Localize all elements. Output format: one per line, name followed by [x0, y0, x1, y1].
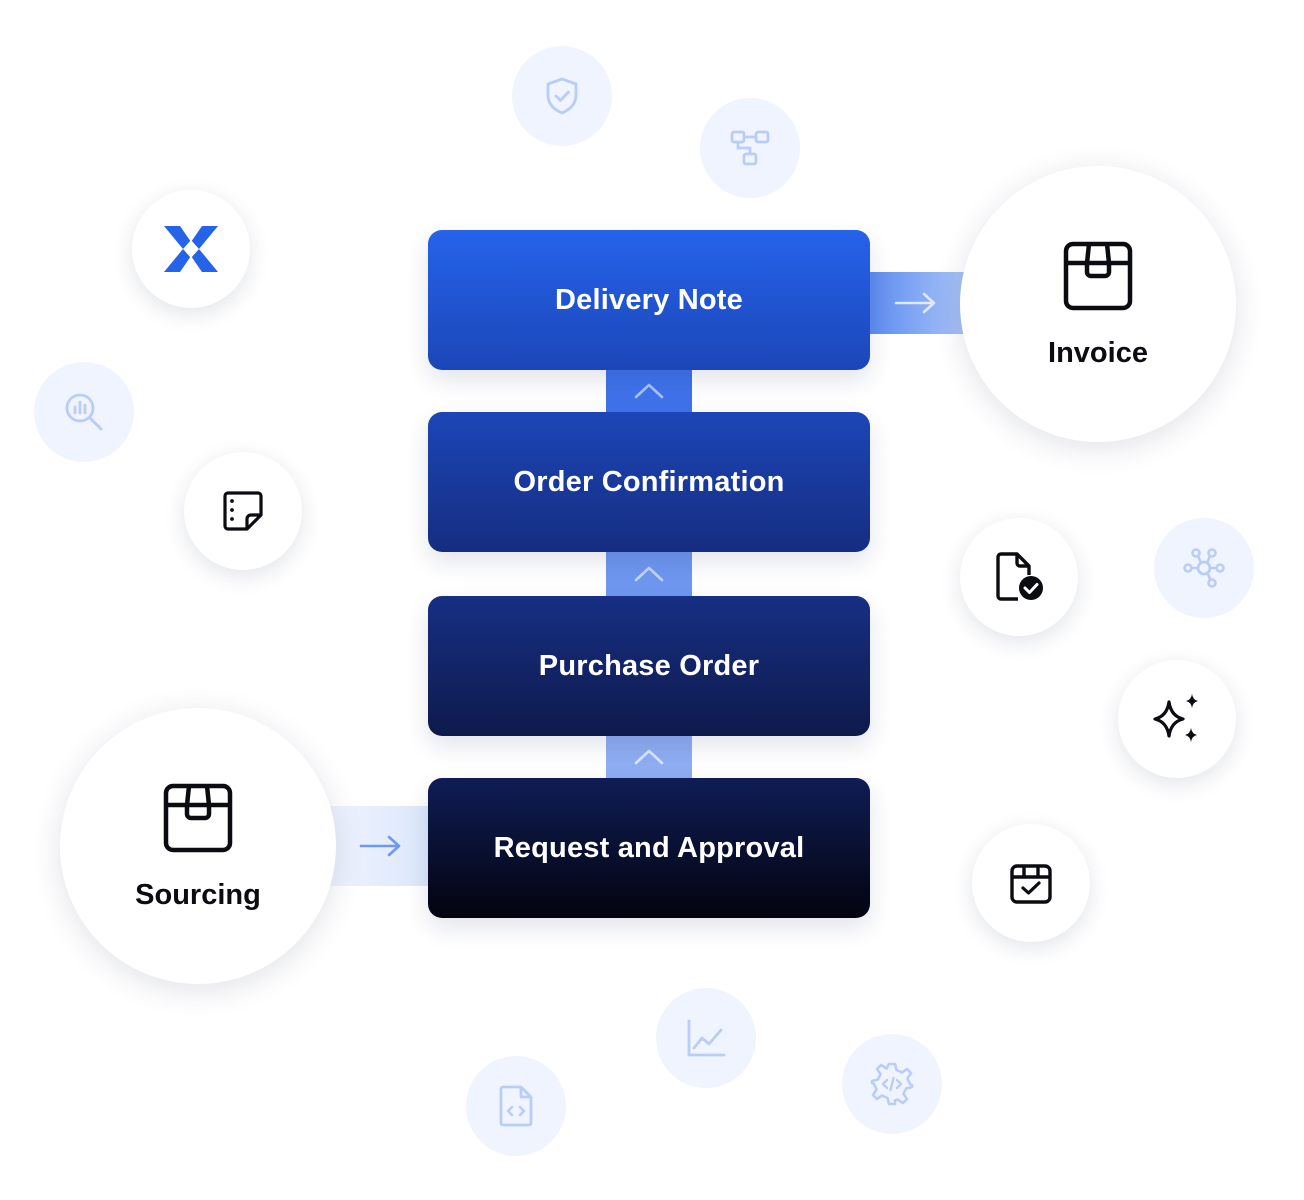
sourcing-node: Sourcing [60, 708, 336, 984]
connector-delivery-order [606, 366, 692, 416]
file-check-icon [996, 552, 1043, 601]
search-chart-icon [65, 393, 103, 431]
step-purchase-order: Purchase Order [428, 596, 870, 736]
chevron-up-icon [634, 566, 664, 582]
sourcing-label: Sourcing [135, 878, 261, 911]
x-logo-node [132, 190, 250, 308]
gear-code-icon [870, 1062, 914, 1106]
workflow-icon [730, 130, 770, 166]
package-icon [163, 783, 233, 852]
arrow-right-icon [359, 835, 401, 857]
file-check-node [960, 518, 1078, 636]
connector-sourcing-request [330, 806, 432, 886]
connector-purchase-request [606, 732, 692, 782]
step-label: Order Confirmation [513, 465, 785, 498]
step-label: Request and Approval [493, 831, 805, 864]
connector-delivery-invoice [866, 272, 966, 334]
gear-code-node [842, 1034, 942, 1134]
arrow-right-icon [894, 292, 936, 314]
sticky-note-icon [223, 491, 263, 531]
step-order-confirmation: Order Confirmation [428, 412, 870, 552]
step-delivery-note: Delivery Note [428, 230, 870, 370]
package-icon [1063, 241, 1133, 310]
line-chart-node [656, 988, 756, 1088]
search-chart-node [34, 362, 134, 462]
workflow-node [700, 98, 800, 198]
sparkles-node [1118, 660, 1236, 778]
file-code-node [466, 1056, 566, 1156]
chevron-up-icon [634, 383, 664, 399]
calendar-check-icon [1010, 864, 1052, 904]
chevron-up-icon [634, 749, 664, 765]
file-code-icon [499, 1085, 533, 1127]
network-icon [1183, 548, 1225, 588]
invoice-node: Invoice [960, 166, 1236, 442]
invoice-label: Invoice [1048, 336, 1148, 369]
connector-order-purchase [606, 548, 692, 600]
line-chart-icon [687, 1019, 726, 1057]
calendar-check-node [972, 824, 1090, 942]
step-label: Delivery Note [555, 283, 743, 316]
step-label: Purchase Order [538, 649, 760, 682]
step-request-approval: Request and Approval [428, 778, 870, 918]
shield-check-icon [546, 77, 578, 115]
sticky-note-node [184, 452, 302, 570]
sparkles-icon [1153, 694, 1198, 742]
network-node [1154, 518, 1254, 618]
x-logo-icon [164, 226, 218, 272]
shield-node [512, 46, 612, 146]
